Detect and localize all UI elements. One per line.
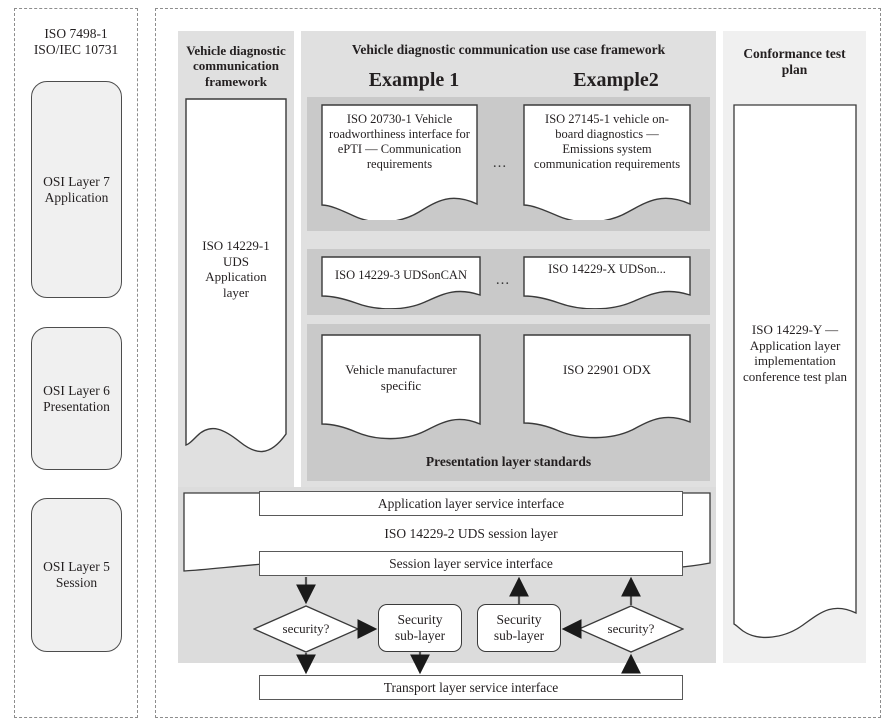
iso-14229-3-label: ISO 14229-3 UDSonCAN [335,268,467,282]
osi-reference-frame [14,8,138,718]
osi-layer-7[interactable]: OSI Layer 7 Application [31,81,122,298]
presentation-band-caption-text: Presentation layer standards [425,454,592,470]
framework-title-line2: communication [193,58,279,74]
iso-20730-1-label: ISO 20730-1 Vehicle roadworthiness inter… [329,112,470,171]
iso-14229-3-text: ISO 14229-3 UDSonCAN [321,268,481,283]
usecase-framework-title: Vehicle diagnostic communication use cas… [303,40,714,60]
osi-standards-title: ISO 7498-1 ISO/IEC 10731 [16,22,136,62]
usecase-framework-title-text: Vehicle diagnostic communication use cas… [351,42,666,58]
security-sub-layer-left-line1: Security [397,612,443,628]
session-layer-title: ISO 14229-2 UDS session layer [259,524,683,544]
iso-14229-x-text: ISO 14229-X UDSon... [523,262,691,277]
iso-27145-1-label: ISO 27145-1 vehicle on-board diagnostics… [533,112,681,171]
transport-layer-service-interface-label: Transport layer service interface [383,679,559,695]
osi-layer-6-line1: OSI Layer 6 [43,382,110,398]
uds-application-layer-text: ISO 14229-1 UDS Application layer [185,238,287,300]
uds-doc-line1: ISO 14229-1 [202,238,270,253]
iso-22901-odx-document[interactable]: ISO 22901 ODX [523,334,691,440]
iso-14229-3-document[interactable]: ISO 14229-3 UDSonCAN [321,256,481,309]
vehicle-manufacturer-specific-document[interactable]: Vehicle manufacturer specific [321,334,481,440]
transport-band-ellipsis: ... [489,272,517,290]
iso-27145-1-document[interactable]: ISO 27145-1 vehicle on-board diagnostics… [523,104,691,220]
vehicle-diagnostic-frame [155,8,881,718]
transport-band-ellipsis-text: ... [495,272,511,289]
osi-layer-5-line1: OSI Layer 5 [43,559,110,575]
presentation-band-caption: Presentation layer standards [307,452,710,472]
framework-title-line1: Vehicle diagnostic [186,43,286,58]
conformance-test-plan-label: ISO 14229-Y — Application layer implemen… [743,322,847,384]
conformance-test-plan-document[interactable]: ISO 14229-Y — Application layer implemen… [733,104,857,650]
osi-layer-7-line1: OSI Layer 7 [43,173,110,189]
uds-application-layer-document[interactable]: ISO 14229-1 UDS Application layer [185,98,287,468]
security-decision-right-label-wrap: security? [578,605,684,653]
iso-27145-1-text: ISO 27145-1 vehicle on-board diagnostics… [523,112,691,172]
application-layer-service-interface-bar[interactable]: Application layer service interface [259,491,683,516]
example-2-label: Example2 [517,68,715,94]
security-decision-left-label-wrap: security? [253,605,359,653]
session-layer-service-interface-label: Session layer service interface [389,555,553,571]
application-band-ellipsis: ... [486,155,514,173]
security-decision-right[interactable]: security? [578,605,684,653]
framework-column-title: Vehicle diagnostic communication framewo… [180,38,292,94]
session-layer-title-text: ISO 14229-2 UDS session layer [384,526,558,542]
example-1-label: Example 1 [315,68,513,94]
application-band-ellipsis-text: ... [492,155,508,172]
uds-doc-line3: Application [205,269,267,285]
security-sub-layer-right-line1: Security [496,612,542,628]
framework-title-line3: framework [204,73,268,89]
osi-standard-1: ISO 7498-1 [44,26,108,42]
transport-layer-service-interface-bar[interactable]: Transport layer service interface [259,675,683,700]
application-layer-service-interface-label: Application layer service interface [377,495,565,511]
security-decision-right-label: security? [607,621,655,636]
vehicle-manufacturer-specific-label: Vehicle manufacturer specific [345,362,457,393]
security-sub-layer-left[interactable]: Security sub-layer [378,604,462,652]
osi-layer-5[interactable]: OSI Layer 5 Session [31,498,122,652]
conformance-column-title: Conformance test plan [725,42,864,82]
uds-doc-line2: UDS [222,253,249,269]
example-1-label-text: Example 1 [368,69,460,92]
conformance-title-line2: plan [781,62,808,77]
security-sub-layer-right-line2: sub-layer [493,628,545,643]
iso-20730-1-text: ISO 20730-1 Vehicle roadworthiness inter… [321,112,478,172]
conformance-title-line1: Conformance test [743,46,846,62]
session-layer-service-interface-bar[interactable]: Session layer service interface [259,551,683,576]
iso-22901-odx-label: ISO 22901 ODX [562,362,652,377]
osi-layer-6[interactable]: OSI Layer 6 Presentation [31,327,122,470]
uds-doc-line4: layer [223,284,249,300]
vehicle-manufacturer-specific-text: Vehicle manufacturer specific [321,362,481,393]
osi-layer-6-line2: Presentation [43,398,110,414]
security-decision-left-label: security? [282,621,330,636]
security-sub-layer-right[interactable]: Security sub-layer [477,604,561,652]
security-decision-left[interactable]: security? [253,605,359,653]
conformance-test-plan-text: ISO 14229-Y — Application layer implemen… [733,322,857,384]
iso-14229-x-document[interactable]: ISO 14229-X UDSon... [523,256,691,309]
security-sub-layer-left-line2: sub-layer [394,628,446,643]
osi-layer-7-line2: Application [44,189,109,205]
iso-14229-x-label: ISO 14229-X UDSon... [548,262,666,276]
example-2-label-text: Example2 [573,69,659,92]
iso-22901-odx-text: ISO 22901 ODX [523,362,691,378]
iso-20730-1-document[interactable]: ISO 20730-1 Vehicle roadworthiness inter… [321,104,478,220]
osi-layer-5-line2: Session [55,575,98,590]
osi-standard-2: ISO/IEC 10731 [33,42,119,57]
